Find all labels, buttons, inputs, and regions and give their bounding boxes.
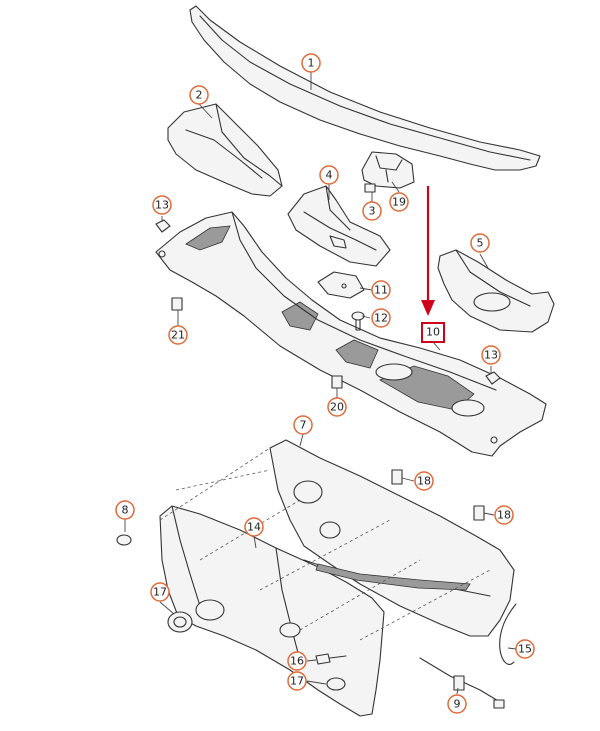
fastener-18-b bbox=[473, 505, 485, 521]
callout-4-label: 4 bbox=[326, 169, 333, 182]
part-19-bracket bbox=[361, 151, 415, 193]
callout-18-a[interactable]: 18 bbox=[414, 471, 434, 491]
highlight-arrow bbox=[421, 186, 435, 316]
callout-13-left-label: 13 bbox=[155, 199, 169, 212]
callout-5[interactable]: 5 bbox=[470, 233, 490, 253]
callout-7[interactable]: 7 bbox=[293, 415, 313, 435]
callout-16-label: 16 bbox=[290, 655, 304, 668]
callout-12[interactable]: 12 bbox=[371, 308, 391, 328]
callout-19[interactable]: 19 bbox=[389, 192, 409, 212]
part-10-plenum-panel bbox=[155, 211, 547, 457]
callout-17-left-label: 17 bbox=[153, 586, 167, 599]
assembly-line-b bbox=[199, 499, 301, 561]
callout-3[interactable]: 3 bbox=[362, 201, 382, 221]
callout-8[interactable]: 8 bbox=[115, 500, 135, 520]
callout-5-label: 5 bbox=[477, 237, 484, 250]
callout-21-label: 21 bbox=[171, 329, 185, 342]
callout-20[interactable]: 20 bbox=[327, 397, 347, 417]
callout-9-label: 9 bbox=[454, 698, 461, 711]
callout-17-bottom[interactable]: 17 bbox=[287, 671, 307, 691]
part-1-cowl-seal bbox=[189, 5, 541, 171]
part-7-insulation-mat bbox=[269, 439, 515, 637]
callout-21[interactable]: 21 bbox=[168, 325, 188, 345]
assembly-line-f bbox=[175, 469, 271, 491]
callout-11[interactable]: 11 bbox=[371, 280, 391, 300]
fastener-17-bottom bbox=[326, 677, 346, 691]
fastener-17-left bbox=[167, 611, 193, 633]
callout-15[interactable]: 15 bbox=[515, 639, 535, 659]
part-14-firewall-insulation bbox=[159, 505, 385, 717]
callout-4[interactable]: 4 bbox=[319, 165, 339, 185]
part-11-plate bbox=[317, 271, 365, 299]
callout-9[interactable]: 9 bbox=[447, 694, 467, 714]
callout-2[interactable]: 2 bbox=[189, 85, 209, 105]
fastener-18-a bbox=[391, 469, 403, 485]
callout-7-label: 7 bbox=[300, 419, 307, 432]
callout-17-left[interactable]: 17 bbox=[150, 582, 170, 602]
assembly-line-e bbox=[359, 569, 491, 641]
callout-15-label: 15 bbox=[518, 643, 532, 656]
callout-1[interactable]: 1 bbox=[301, 53, 321, 73]
assembly-line-a bbox=[159, 447, 271, 521]
part-9-wiring-harness bbox=[419, 657, 505, 709]
callout-13-right-label: 13 bbox=[484, 349, 498, 362]
fastener-20 bbox=[331, 375, 343, 389]
part-2-air-duct bbox=[167, 103, 283, 197]
callout-2-label: 2 bbox=[196, 89, 203, 102]
callout-17-bottom-label: 17 bbox=[290, 675, 304, 688]
callout-10-highlighted[interactable]: 10 bbox=[421, 322, 445, 343]
part-15-cable bbox=[499, 603, 517, 665]
part-5-side-cover bbox=[437, 249, 555, 333]
fastener-13-left bbox=[155, 219, 171, 233]
callout-16[interactable]: 16 bbox=[287, 651, 307, 671]
assembly-line-c bbox=[259, 519, 391, 591]
callout-11-label: 11 bbox=[374, 284, 388, 297]
fastener-12 bbox=[351, 311, 365, 331]
leader-lines bbox=[124, 72, 517, 695]
callout-12-label: 12 bbox=[374, 312, 388, 325]
callout-18-b[interactable]: 18 bbox=[494, 505, 514, 525]
callout-18-b-label: 18 bbox=[497, 509, 511, 522]
part-4-tray bbox=[287, 185, 391, 267]
callout-3-label: 3 bbox=[369, 205, 376, 218]
callout-20-label: 20 bbox=[330, 401, 344, 414]
callout-14-label: 14 bbox=[247, 521, 261, 534]
callout-13-left[interactable]: 13 bbox=[152, 195, 172, 215]
callout-1-label: 1 bbox=[308, 57, 315, 70]
callout-14[interactable]: 14 bbox=[244, 517, 264, 537]
fastener-8 bbox=[116, 534, 132, 546]
fastener-16-bolt bbox=[315, 653, 347, 665]
callout-8-label: 8 bbox=[122, 504, 129, 517]
callout-10-label: 10 bbox=[426, 326, 440, 339]
callout-18-a-label: 18 bbox=[417, 475, 431, 488]
fastener-21 bbox=[171, 297, 183, 311]
callout-19-label: 19 bbox=[392, 196, 406, 209]
assembly-line-d bbox=[299, 559, 421, 631]
callout-13-right[interactable]: 13 bbox=[481, 345, 501, 365]
